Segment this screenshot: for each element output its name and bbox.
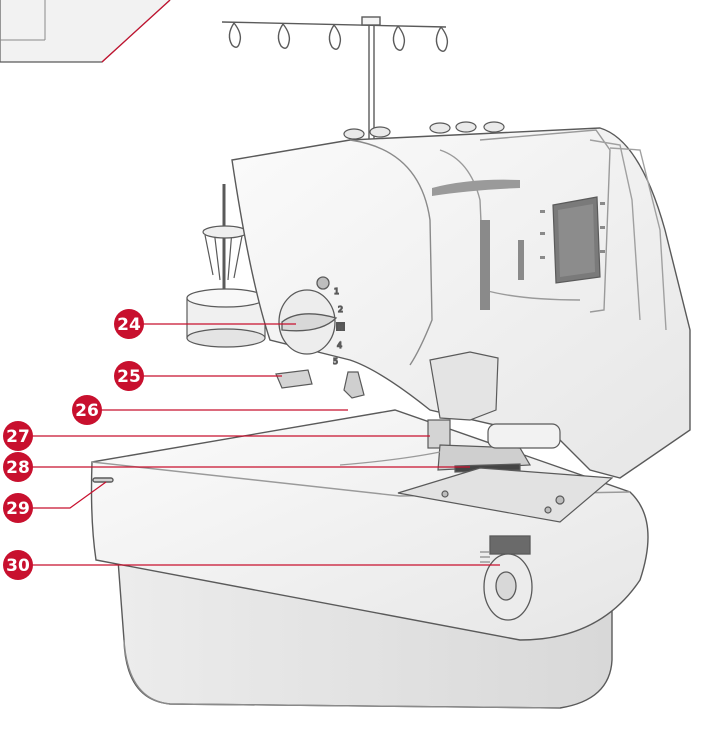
leader-29 (30, 481, 107, 509)
handwheel (480, 535, 533, 621)
indicator-slot (92, 477, 114, 483)
callout-label-28: 28 (6, 458, 30, 478)
callout-badge-26: 26 (72, 395, 102, 425)
stitch-length-dial: 1 2 N 4 5 (278, 276, 345, 367)
callout-label-25: 25 (117, 367, 141, 387)
previous-figure-fragment (0, 0, 171, 63)
thread-guide-slots (480, 202, 605, 310)
callout-badge-25: 25 (114, 361, 144, 391)
callout-label-26: 26 (75, 401, 99, 421)
callout-badge-24: 24 (114, 309, 144, 339)
needle-plate (397, 467, 614, 523)
callout-badge-27: 27 (3, 421, 33, 451)
dial-number-2: 2 (338, 305, 343, 314)
callout-badge-28: 28 (3, 452, 33, 482)
callout-badge-30: 30 (3, 550, 33, 580)
presser-foot-lever (275, 369, 313, 389)
callout-label-29: 29 (6, 499, 30, 519)
leader-lines (30, 0, 500, 566)
tension-knobs (343, 121, 505, 140)
needle-and-presser-foot (339, 351, 561, 473)
dial-number-4: 4 (337, 341, 342, 350)
dial-number-1: 1 (334, 287, 339, 296)
callout-label-27: 27 (6, 427, 30, 447)
callout-label-24: 24 (117, 315, 141, 335)
dial-number-5: 5 (333, 357, 338, 366)
lower-knife-lever (343, 371, 365, 399)
leader-fragment (101, 0, 171, 63)
display-screen (552, 196, 601, 284)
dial-number-n: N (338, 324, 343, 332)
thread-stand (221, 16, 449, 140)
callout-label-30: 30 (6, 556, 30, 576)
callout-badge-29: 29 (3, 493, 33, 523)
